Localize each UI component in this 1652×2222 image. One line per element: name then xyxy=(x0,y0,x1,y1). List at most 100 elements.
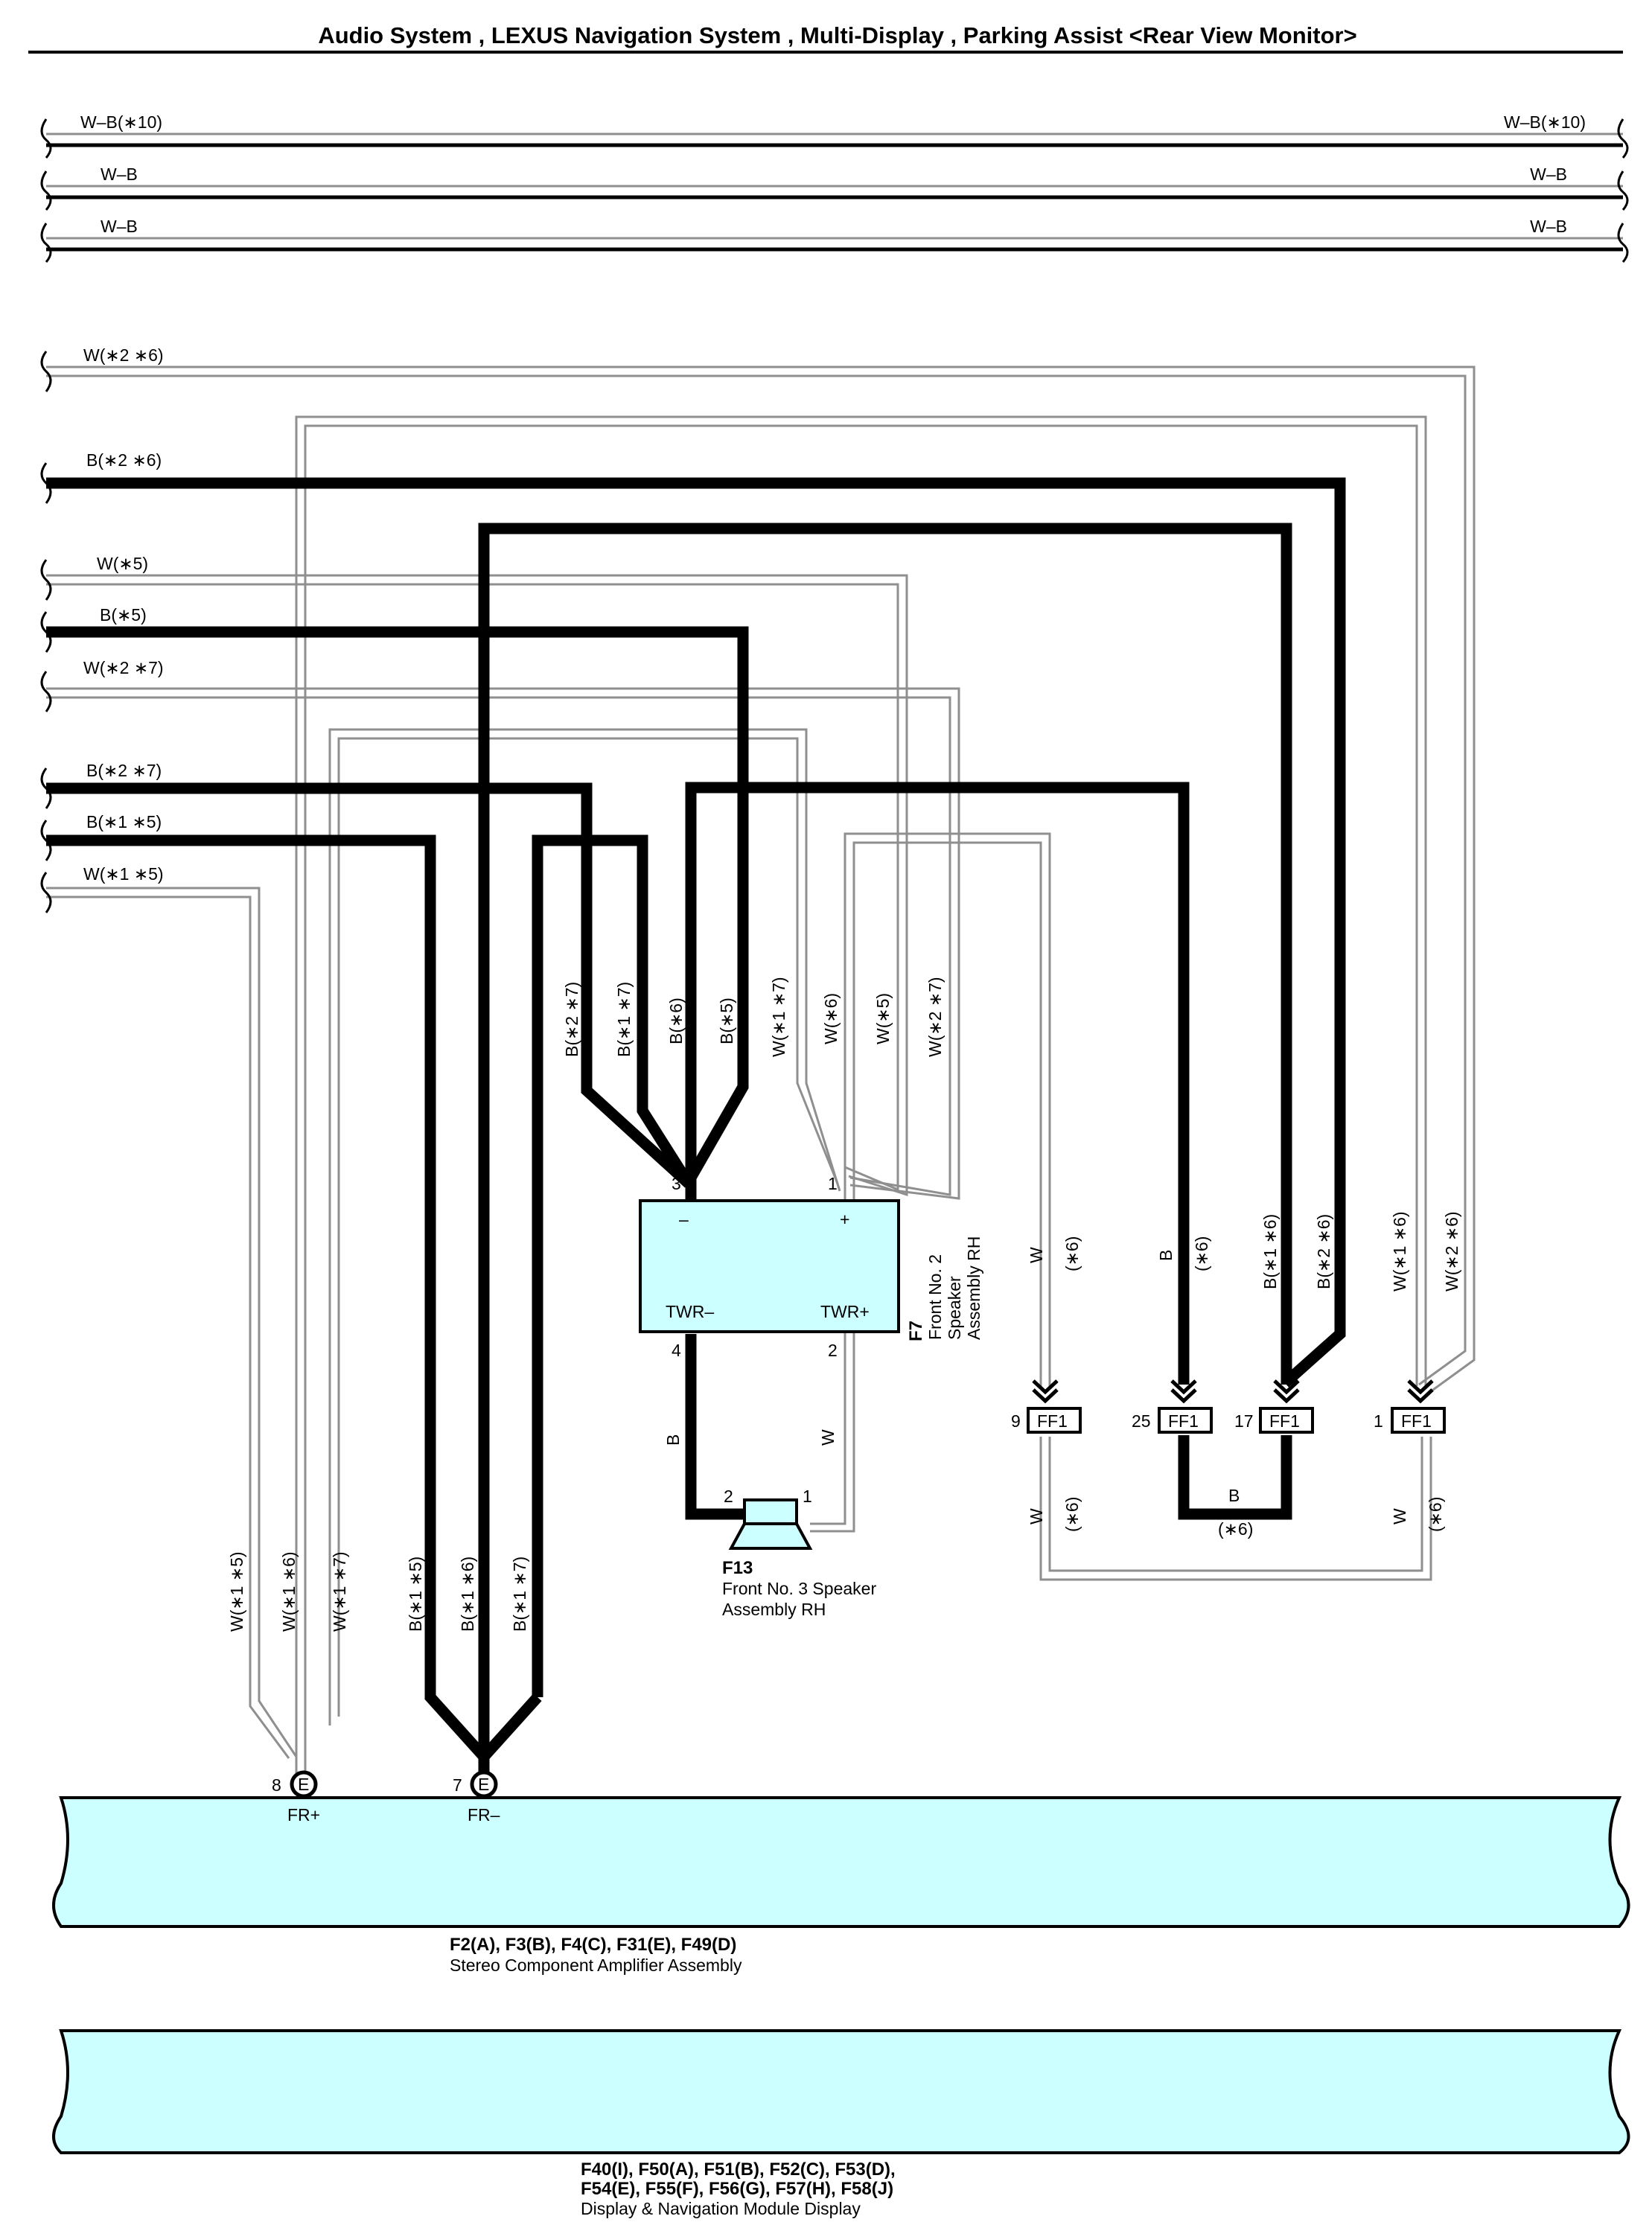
ff1-upper-label-6: B(∗2 ∗6) xyxy=(1314,1214,1333,1289)
ff1-lower-label-5: W xyxy=(1390,1508,1409,1525)
bottom-wire-label-6: B(∗1 ∗7) xyxy=(510,1557,529,1632)
left-wire-labels: W(∗2 ∗6) B(∗2 ∗6) W(∗5) B(∗5) W(∗2 ∗7) B… xyxy=(83,345,164,884)
amplifier-body xyxy=(52,1796,1630,1928)
f7-pin-b: 4 xyxy=(672,1341,681,1360)
f7-sign-pos: + xyxy=(840,1210,849,1229)
f13-speaker: 2 1 F13 Front No. 3 Speaker Assembly RH xyxy=(722,1487,876,1619)
f13-pin-w: 1 xyxy=(803,1487,812,1506)
f7-wire-label-4: B(∗5) xyxy=(717,997,736,1044)
f7-wire-label-1: B(∗2 ∗7) xyxy=(562,982,581,1057)
f7-term-neg: TWR– xyxy=(666,1302,714,1321)
amp-term-minus: FR– xyxy=(468,1805,500,1824)
f13-cone xyxy=(728,1522,813,1550)
ff1-connector-25: FF1 25 xyxy=(1132,1379,1213,1434)
left-wire-label-1: W(∗2 ∗6) xyxy=(83,345,164,365)
f7-wire-labels: B(∗2 ∗7) B(∗1 ∗7) B(∗6) B(∗5) W(∗1 ∗7) W… xyxy=(562,977,945,1057)
ff1-lower-labels: W (∗6) B (∗6) W (∗6) xyxy=(1027,1486,1445,1539)
f13-body xyxy=(743,1498,798,1525)
ff1-upper-label-2: (∗6) xyxy=(1062,1236,1082,1271)
f7-wire-label-2: B(∗1 ∗7) xyxy=(614,982,634,1057)
left-wire-label-6: B(∗2 ∗7) xyxy=(86,761,162,780)
amp-pin-e8-circle xyxy=(290,1770,318,1798)
nav-name: Display & Navigation Module Display xyxy=(581,2199,861,2218)
wire-label-wb-right-2: W–B xyxy=(1530,217,1567,236)
f7-name-line-2: Speaker xyxy=(945,1276,964,1340)
f7-term-pos: TWR+ xyxy=(820,1302,870,1321)
thick-wires xyxy=(46,477,1346,1781)
wire-label-wb10-left: W–B(∗10) xyxy=(80,112,162,132)
f13-name-line-2: Assembly RH xyxy=(722,1600,826,1619)
nav-module-body xyxy=(52,2029,1630,2154)
amp-name: Stereo Component Amplifier Assembly xyxy=(450,1956,742,1975)
bottom-wire-label-5: B(∗1 ∗6) xyxy=(458,1557,477,1632)
bottom-wire-label-4: B(∗1 ∗5) xyxy=(406,1557,425,1632)
ff1-pin-9: 9 xyxy=(1011,1411,1021,1431)
wire-label-wb-left-2: W–B xyxy=(101,217,138,236)
ff1-upper-label-3: B xyxy=(1156,1250,1176,1261)
f7-wire-w: W xyxy=(818,1429,838,1446)
ff1-connector-1: FF1 1 xyxy=(1374,1379,1446,1434)
bottom-wire-label-2: W(∗1 ∗6) xyxy=(279,1551,299,1632)
ff1-label-25: FF1 xyxy=(1168,1411,1199,1431)
left-wire-label-4: B(∗5) xyxy=(100,605,147,625)
nav-codes-2: F54(E), F55(F), F56(G), F57(H), F58(J) xyxy=(581,2179,893,2199)
ff1-lower-label-4: (∗6) xyxy=(1218,1519,1253,1539)
top-bus-wb10 xyxy=(40,118,1629,159)
ff1-label-9: FF1 xyxy=(1037,1411,1068,1431)
diagram-title: Audio System , LEXUS Navigation System ,… xyxy=(318,22,1356,48)
left-wire-label-8: W(∗1 ∗5) xyxy=(83,864,164,884)
f7-pin-pos: 1 xyxy=(828,1174,838,1193)
f7-wire-label-3: B(∗6) xyxy=(666,997,686,1044)
f7-pin-w: 2 xyxy=(828,1341,838,1360)
amp-codes: F2(A), F3(B), F4(C), F31(E), F49(D) xyxy=(450,1935,736,1955)
f13-code: F13 xyxy=(722,1558,753,1578)
f7-name-line-1: Front No. 2 xyxy=(925,1254,945,1340)
f7-name-line-3: Assembly RH xyxy=(964,1236,983,1340)
wire-label-wb10-right: W–B(∗10) xyxy=(1504,112,1586,132)
ff1-pin-17: 17 xyxy=(1234,1411,1254,1431)
nav-module: F40(I), F50(A), F51(B), F52(C), F53(D), … xyxy=(52,2029,1630,2218)
top-bus-wb-1 xyxy=(40,170,1629,211)
f7-speaker: – + TWR– TWR+ 3 1 4 2 B W F7 Front No. 2… xyxy=(639,1174,983,1446)
thin-wires xyxy=(46,365,1476,1781)
amplifier-assembly: E E 8 7 FR+ FR– F2(A), F3(B), F4(C), F31… xyxy=(52,1770,1630,1975)
f7-wire-label-7: W(∗5) xyxy=(873,993,893,1044)
ff1-label-1: FF1 xyxy=(1401,1411,1432,1431)
f7-wire-label-6: W(∗6) xyxy=(821,993,841,1044)
f7-wire-b: B xyxy=(663,1434,683,1446)
left-wire-label-3: W(∗5) xyxy=(97,554,148,573)
ff1-connector-9: FF1 9 xyxy=(1011,1379,1082,1434)
ff1-upper-labels: W (∗6) B (∗6) B(∗1 ∗6) B(∗2 ∗6) W(∗1 ∗6)… xyxy=(1027,1211,1461,1292)
nav-codes-1: F40(I), F50(A), F51(B), F52(C), F53(D), xyxy=(581,2159,896,2180)
bottom-wire-label-3: W(∗1 ∗7) xyxy=(330,1551,349,1632)
amp-term-plus: FR+ xyxy=(287,1805,320,1824)
f7-box xyxy=(639,1199,900,1333)
ff1-lower-label-2: (∗6) xyxy=(1062,1497,1082,1532)
f7-code: F7 xyxy=(906,1321,926,1341)
bottom-wire-label-1: W(∗1 ∗5) xyxy=(227,1551,246,1632)
f13-name-line-1: Front No. 3 Speaker xyxy=(722,1579,876,1598)
f7-sign-neg: – xyxy=(679,1210,689,1229)
wire-label-wb-left-1: W–B xyxy=(101,165,138,184)
ff1-connector-17: FF1 17 xyxy=(1234,1379,1314,1434)
ff1-pin-25: 25 xyxy=(1132,1411,1151,1431)
amp-conn-e8: E xyxy=(298,1775,309,1794)
ff1-upper-label-7: W(∗1 ∗6) xyxy=(1390,1211,1409,1292)
amp-pin-e7-circle xyxy=(470,1770,498,1798)
ff1-lower-label-3: B xyxy=(1228,1486,1240,1505)
ff1-upper-label-8: W(∗2 ∗6) xyxy=(1442,1211,1461,1292)
amp-pin-minus: 7 xyxy=(453,1775,462,1795)
ff1-lower-label-1: W xyxy=(1027,1508,1046,1525)
ff1-upper-label-4: (∗6) xyxy=(1192,1236,1211,1271)
bottom-wire-labels: W(∗1 ∗5) W(∗1 ∗6) W(∗1 ∗7) B(∗1 ∗5) B(∗1… xyxy=(227,1551,529,1632)
ff1-pin-1: 1 xyxy=(1374,1411,1383,1431)
left-wire-label-2: B(∗2 ∗6) xyxy=(86,450,162,470)
f7-wire-label-8: W(∗2 ∗7) xyxy=(925,977,945,1057)
ff1-upper-label-1: W xyxy=(1027,1247,1046,1263)
wire-label-wb-right-1: W–B xyxy=(1530,165,1567,184)
ff1-lower-label-6: (∗6) xyxy=(1426,1497,1445,1532)
left-wire-label-7: B(∗1 ∗5) xyxy=(86,812,162,831)
top-bus-wb-2 xyxy=(40,223,1629,263)
amp-conn-e7: E xyxy=(478,1775,489,1794)
